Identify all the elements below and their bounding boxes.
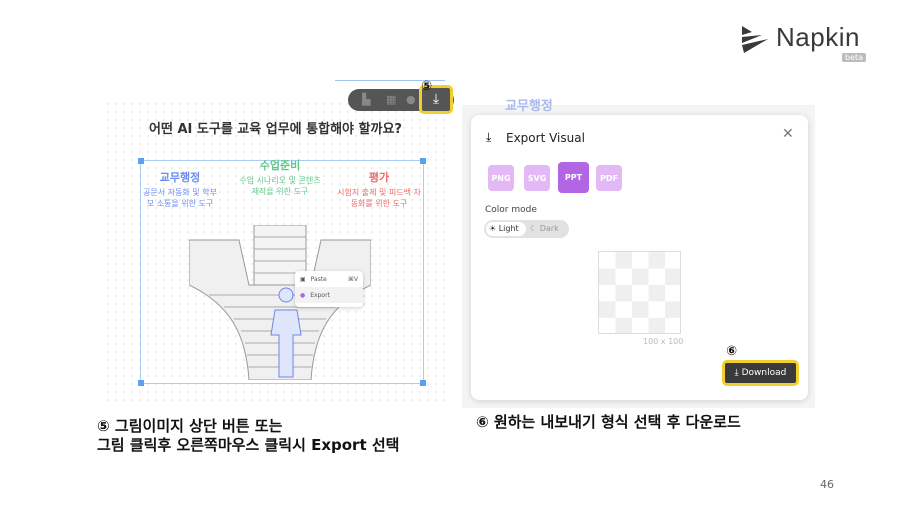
mode-dark[interactable]: ☾ Dark	[530, 224, 559, 233]
download-icon: ⤓	[734, 368, 739, 378]
selection-box[interactable]	[138, 158, 426, 386]
caption-left-line1: ⑤ 그림이미지 상단 버튼 또는	[97, 417, 283, 435]
download-icon: ⤓	[432, 91, 440, 107]
page-number: 46	[820, 478, 834, 491]
light-label: Light	[498, 224, 519, 233]
step-marker: ⑥	[726, 344, 738, 359]
resize-handle[interactable]	[138, 380, 144, 386]
palette-icon[interactable]: ●	[406, 93, 416, 106]
resize-handle[interactable]	[138, 158, 144, 164]
background-text: 교무행정	[505, 99, 553, 114]
mode-light[interactable]: ☀ Light	[486, 222, 526, 236]
divider	[335, 80, 445, 81]
context-menu: ▣ Paste ⌘V ● Export	[295, 271, 363, 307]
paste-label: Paste	[310, 275, 327, 283]
format-pdf[interactable]: PDF	[596, 165, 622, 191]
export-icon: ●	[300, 291, 306, 299]
menu-item-export[interactable]: ● Export	[295, 287, 363, 303]
color-mode-label: Color mode	[485, 205, 537, 215]
step-marker: ⑤	[421, 79, 433, 94]
logo-text: Napkin	[776, 22, 860, 52]
napkin-logo: Napkin	[740, 22, 860, 53]
format-ppt[interactable]: PPT	[558, 162, 589, 193]
download-button[interactable]: ⤓Download	[722, 360, 799, 386]
dark-label: Dark	[539, 224, 559, 233]
paste-icon: ▣	[300, 275, 306, 283]
export-dialog: ⤓ Export Visual ✕ PNG SVG PPT PDF Color …	[471, 115, 808, 400]
menu-item-paste[interactable]: ▣ Paste ⌘V	[295, 271, 363, 287]
close-icon[interactable]: ✕	[782, 126, 794, 142]
paste-shortcut: ⌘V	[347, 275, 358, 283]
format-svg[interactable]: SVG	[524, 165, 550, 191]
layout-icon[interactable]: ▦	[386, 93, 397, 106]
download-icon: ⤓	[486, 130, 492, 144]
preview-thumbnail	[598, 251, 681, 334]
style-icon[interactable]: ▙	[362, 93, 371, 106]
caption-right: ⑥ 원하는 내보내기 형식 선택 후 다운로드	[476, 413, 741, 431]
image-size: 100 x 100	[643, 337, 684, 346]
resize-handle[interactable]	[420, 380, 426, 386]
resize-handle[interactable]	[420, 158, 426, 164]
dialog-title: Export Visual	[506, 131, 585, 145]
napkin-logo-icon	[742, 25, 768, 53]
caption-left: ⑤ 그림이미지 상단 버튼 또는 그림 클릭후 오른쪽마우스 클릭시 Expor…	[97, 417, 399, 455]
export-label: Export	[310, 291, 330, 299]
color-mode-toggle: ☀ Light ☾ Dark	[484, 220, 569, 238]
format-png[interactable]: PNG	[488, 165, 514, 191]
visual-title: 어떤 AI 도구를 교육 업무에 통합해야 할까요?	[149, 122, 402, 137]
caption-left-line2: 그림 클릭후 오른쪽마우스 클릭시 Export 선택	[97, 436, 400, 454]
beta-badge: beta	[842, 53, 867, 62]
download-label: Download	[741, 368, 787, 378]
download-button[interactable]: ⤓	[419, 85, 453, 114]
